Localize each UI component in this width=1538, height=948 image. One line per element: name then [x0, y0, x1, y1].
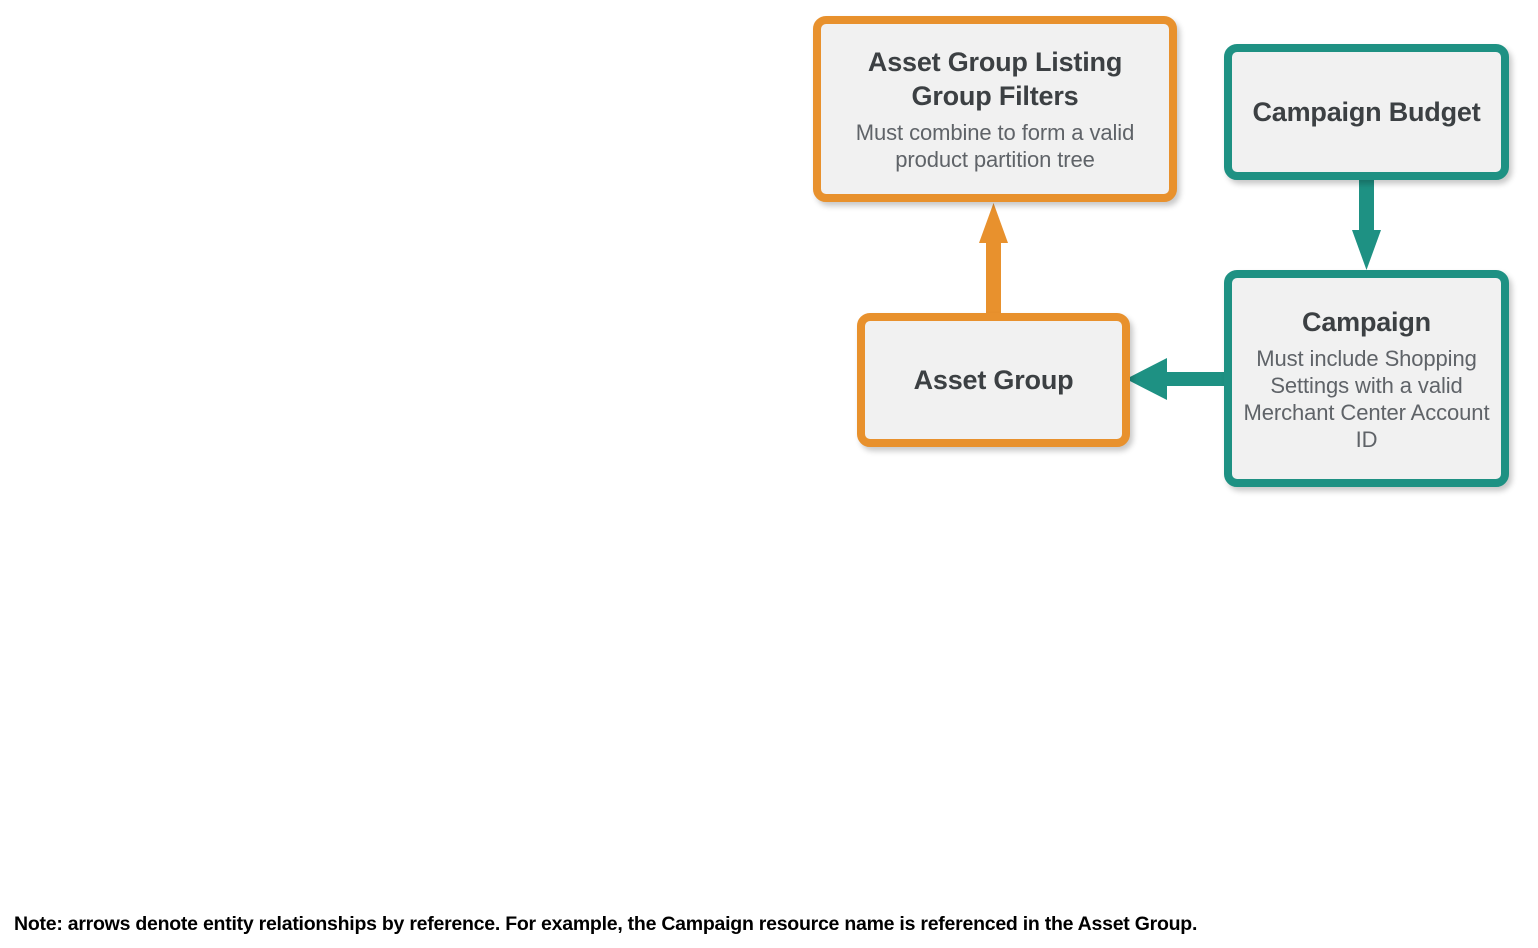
arrow-campaign-budget-to-campaign [1352, 174, 1381, 270]
arrow-asset-group-to-listing-group-filters [979, 203, 1008, 320]
arrow-campaign-to-asset-group [1126, 358, 1229, 400]
diagram-footnote: Note: arrows denote entity relationships… [14, 913, 1198, 935]
node-subtitle: Must combine to form a valid product par… [855, 120, 1135, 172]
node-asset-group-listing-group-filters[interactable]: Asset Group Listing Group Filters Must c… [813, 16, 1177, 202]
node-title: Campaign Budget [1252, 97, 1481, 127]
node-title: Campaign [1302, 306, 1431, 337]
node-title: Asset Group [913, 365, 1074, 395]
node-asset-group[interactable]: Asset Group [857, 313, 1130, 447]
node-campaign-budget[interactable]: Campaign Budget [1224, 44, 1509, 180]
node-title: Asset Group Listing Group Filters [867, 47, 1123, 111]
node-campaign[interactable]: Campaign Must include Shopping Settings … [1224, 270, 1509, 487]
node-subtitle: Must include Shopping Settings with a va… [1243, 345, 1490, 452]
